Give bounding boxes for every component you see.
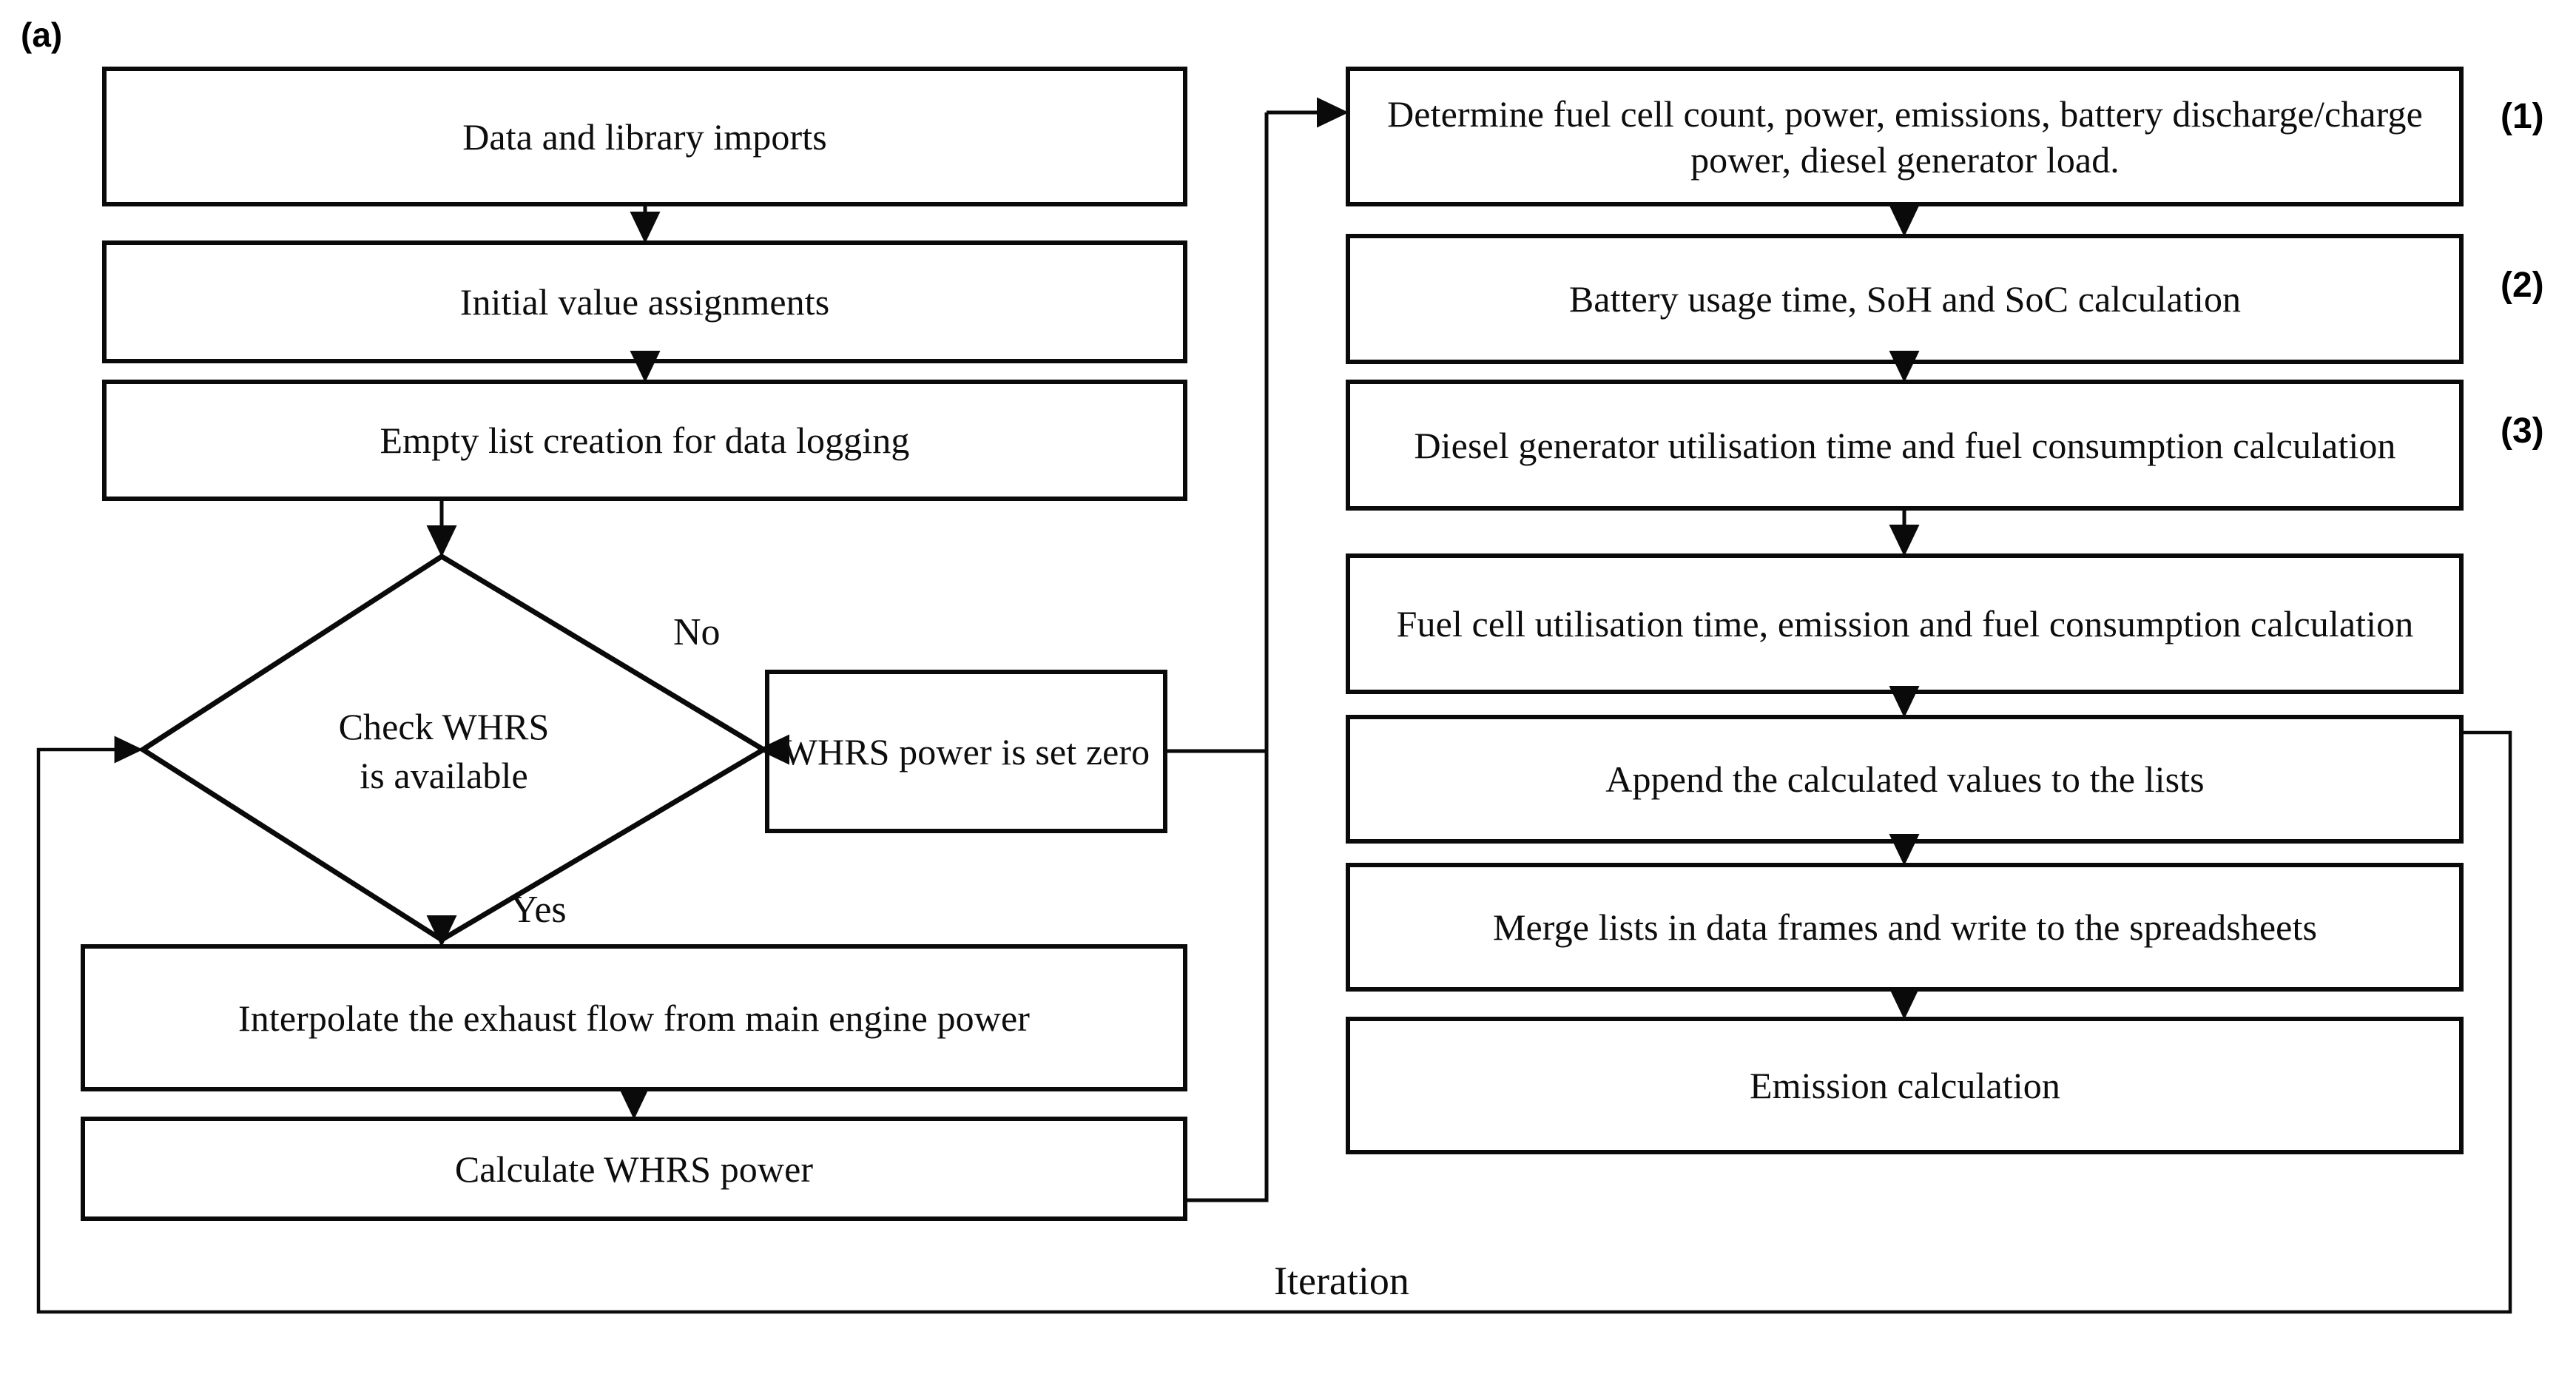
node-data-imports[interactable]: [102, 67, 1187, 206]
node-emission-calculation[interactable]: [1346, 1017, 2464, 1154]
node-label-diesel-generator: Diesel generator utilisation time and fu…: [1414, 424, 2396, 466]
node-label-whrs-zero: WHRS power is set zero: [782, 730, 1150, 773]
edge-iteration-loop: [36, 730, 2512, 1314]
node-calculate-whrs[interactable]: [81, 1117, 1187, 1221]
node-label-fuel-cell-utilisation: Fuel cell utilisation time, emission and…: [1396, 603, 2414, 645]
node-initial-values[interactable]: [102, 240, 1187, 363]
node-label-interpolate-exhaust: Interpolate the exhaust flow from main e…: [237, 997, 1031, 1039]
node-label-emission-calculation: Emission calculation: [1750, 1065, 2060, 1106]
node-label-determine-fuel-cell: Determine fuel cell count, power, emissi…: [1387, 92, 2423, 181]
node-label-check-whrs: Check WHRS is available: [338, 706, 550, 796]
node-label-calculate-whrs: Calculate WHRS power: [454, 1148, 814, 1190]
edge-label-yes: Yes: [510, 889, 567, 931]
step-label-3: (3): [2501, 411, 2544, 451]
node-label-merge-lists: Merge lists in data frames and write to …: [1492, 906, 2318, 948]
node-append-values[interactable]: [1346, 715, 2464, 844]
node-label-empty-lists: Empty list creation for data logging: [380, 420, 910, 461]
node-determine-fuel-cell[interactable]: [1346, 67, 2464, 206]
step-label-2: (2): [2501, 266, 2544, 305]
node-label-data-imports: Data and library imports: [462, 115, 827, 158]
node-label-initial-values: Initial value assignments: [459, 281, 830, 323]
loop-label-iteration: Iteration: [1274, 1259, 1409, 1303]
node-label-append-values: Append the calculated values to the list…: [1605, 758, 2205, 800]
node-interpolate-exhaust[interactable]: [81, 944, 1187, 1091]
edge-label-no: No: [673, 611, 721, 653]
panel-label: (a): [21, 16, 63, 54]
node-merge-lists[interactable]: [1346, 863, 2464, 992]
edge-calculatewhrs-to-trunk: [1185, 112, 1269, 1202]
node-label-battery-soh-soc: Battery usage time, SoH and SoC calculat…: [1568, 278, 2242, 320]
step-label-1: (1): [2501, 97, 2544, 136]
